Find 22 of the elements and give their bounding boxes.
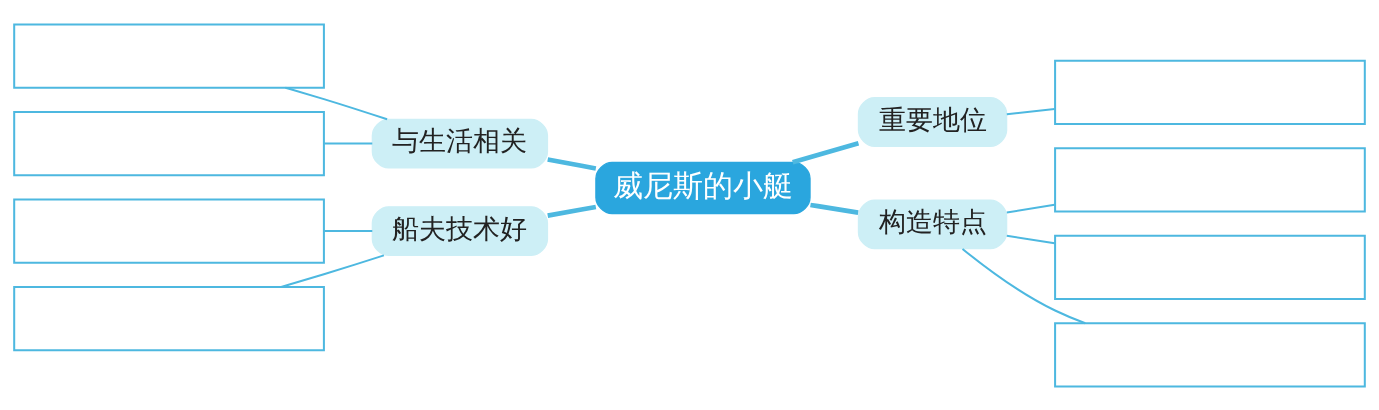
connector (792, 140, 860, 165)
connector (1006, 234, 1055, 244)
node-box (13, 197, 325, 264)
node-box (1054, 146, 1366, 213)
node-box (1054, 321, 1366, 388)
node-box: 威尼斯的小艇 (595, 161, 811, 214)
connector (547, 156, 597, 171)
node-box: 与生活相关 (371, 118, 549, 168)
connector (1006, 203, 1055, 214)
node-box (1054, 234, 1366, 300)
connector (810, 202, 859, 215)
connector (547, 204, 597, 218)
connector (1006, 107, 1055, 115)
node-box (13, 22, 325, 89)
node-box: 重要地位 (857, 96, 1008, 147)
node-box: 船夫技术好 (371, 205, 549, 256)
connector (324, 229, 373, 232)
node-box (13, 110, 325, 176)
node-box (1054, 59, 1366, 125)
node-box (13, 285, 325, 351)
connector (324, 142, 373, 145)
node-box: 构造特点 (857, 198, 1008, 249)
